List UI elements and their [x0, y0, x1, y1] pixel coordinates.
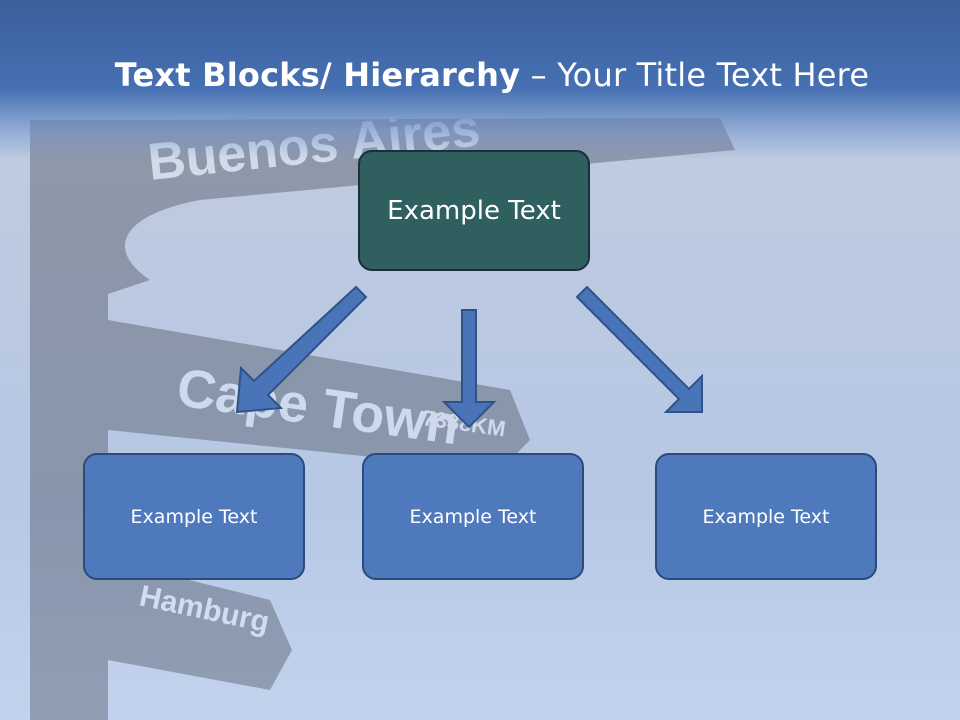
arrow-right [575, 285, 703, 413]
child-node-right[interactable]: Example Text [655, 453, 877, 580]
title-band [0, 0, 960, 160]
child-node-label: Example Text [130, 505, 258, 528]
child-node-center[interactable]: Example Text [362, 453, 584, 580]
child-node-left[interactable]: Example Text [83, 453, 305, 580]
title-dash: – [520, 56, 558, 94]
arrow-center [441, 309, 497, 429]
child-node-label: Example Text [409, 505, 537, 528]
top-node-label: Example Text [387, 195, 561, 226]
child-node-label: Example Text [702, 505, 830, 528]
sign-board-cape-town [108, 320, 530, 470]
sign-board-hamburg [108, 560, 292, 690]
title-rest: Your Title Text Here [557, 56, 870, 94]
signpost-pole [30, 120, 108, 720]
title-bold-part: Text Blocks/ Hierarchy [114, 56, 521, 94]
slide-title: Text Blocks/ Hierarchy – Your Title Text… [0, 56, 960, 94]
top-node[interactable]: Example Text [358, 150, 590, 271]
arrow-left [235, 285, 368, 414]
